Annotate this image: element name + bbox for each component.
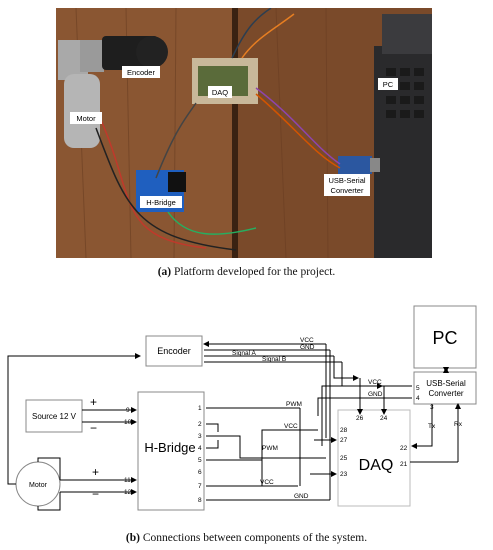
photo-label-motor: Motor [76,114,96,123]
signal-vcc-hb: VCC [284,423,298,430]
diagram-hbridge-label: H-Bridge [144,440,195,455]
photo-label-daq: DAQ [212,88,228,97]
pin-usb-4: 4 [416,395,420,402]
source-box [25,399,83,433]
caption-a: (a) Platform developed for the project. [0,266,493,278]
motor-plus: + [92,465,99,479]
pin-usb-5: 5 [416,385,420,392]
photo-label-pc: PC [383,80,394,89]
pin-hb-8: 8 [198,497,202,504]
diagram-daq-label: DAQ [359,457,394,474]
signal-vcc-hb2: VCC [260,479,274,486]
signal-vcc-encoder: VCC [300,337,314,344]
caption-b: (b) Connections between components of th… [0,532,493,544]
signal-pwm-1: PWM [286,401,302,408]
signal-a: Signal A [232,350,257,357]
pin-hb-10: 10 [124,419,132,426]
pin-hb-12: 12 [124,489,132,496]
diagram-usb-label-2: Converter [428,389,463,398]
caption-b-text: Connections between components of the sy… [139,532,368,544]
diagram-usb-label-1: USB-Serial [426,379,466,388]
caption-b-letter: (b) [125,532,140,544]
signal-vcc-usb: VCC [368,379,382,386]
pin-usb-3: 3 [430,404,434,411]
diagram-source-label: Source 12 V [32,412,77,421]
daq-box [337,409,411,507]
signal-rx: Rx [454,421,463,428]
pin-daq-23: 23 [340,471,348,478]
signal-gnd-hb: GND [294,493,309,500]
signal-b: Signal B [262,356,286,363]
signal-gnd-encoder: GND [300,344,315,351]
source-plus: + [90,395,97,409]
pin-hb-6: 6 [198,469,202,476]
pin-hb-1: 1 [198,405,202,412]
diagram-encoder-label: Encoder [157,346,191,356]
diagram-pc-label: PC [432,328,457,348]
usb-converter-box [413,371,477,405]
pin-hb-3: 3 [198,433,202,440]
pin-usb-2: 2 [456,404,460,411]
motor-minus: − [92,487,99,501]
pin-daq-22: 22 [400,445,408,452]
signal-gnd-usb: GND [368,391,383,398]
pin-daq-26: 26 [356,415,364,422]
pin-daq-28: 28 [340,427,348,434]
caption-a-text: Platform developed for the project. [171,266,336,278]
connection-diagram: PC Encoder USB-Serial Converter Source 1… [7,305,477,511]
photo-label-usb-1: USB-Serial [328,176,365,185]
platform-photo: Motor Encoder DAQ H-Bridge PC USB-Serial… [56,8,432,258]
pin-hb-5: 5 [198,457,202,464]
hbridge-box [137,391,205,511]
pin-daq-24: 24 [380,415,388,422]
pin-hb-7: 7 [198,483,202,490]
signal-tx: Tx [428,423,436,430]
diagram-motor-label: Motor [29,482,48,489]
pin-daq-21: 21 [400,461,408,468]
pin-hb-2: 2 [198,421,202,428]
photo-label-hbridge: H-Bridge [146,198,176,207]
pin-daq-25: 25 [340,455,348,462]
source-minus: − [90,421,97,435]
pin-hb-11: 11 [124,477,131,484]
encoder-box [145,335,203,367]
pin-daq-27: 27 [340,437,348,444]
photo-label-usb-2: Converter [331,186,364,195]
signal-pwm-2: PWM [262,445,278,452]
pin-hb-4: 4 [198,445,202,452]
pin-hb-9: 9 [126,407,130,414]
photo-label-encoder: Encoder [127,68,155,77]
caption-a-letter: (a) [157,266,172,278]
